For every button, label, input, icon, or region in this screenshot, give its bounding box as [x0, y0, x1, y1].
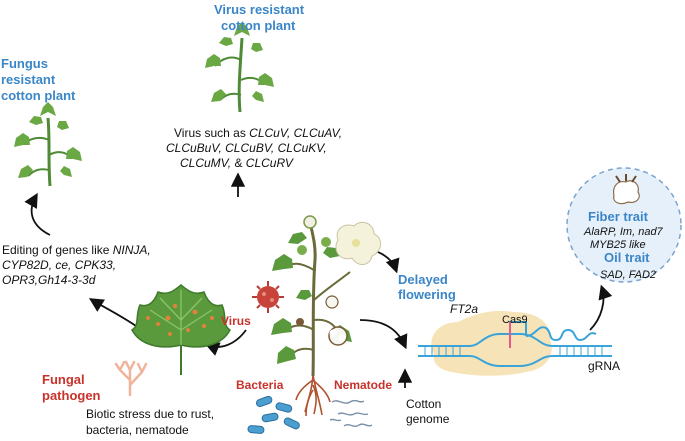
- fiber-trait-genes-line1: AlaRP, Im, nad7: [583, 226, 664, 238]
- arrow-leaf-to-editing: [88, 298, 137, 327]
- arrow-grna-to-traits: [589, 284, 613, 331]
- fiber-trait-title: Fiber trait: [588, 209, 649, 224]
- cotton-boll-fiber-icon: [613, 174, 640, 205]
- arrow-virus-to-leaf: [204, 329, 247, 356]
- fungus-plant-title: Fungus: [1, 56, 48, 71]
- nematode-label: Nematode: [334, 378, 392, 392]
- fungus-plant-title-line3: cotton plant: [1, 88, 76, 103]
- virus-resistant-plant-icon: [205, 22, 274, 113]
- bacteria-icon: [247, 395, 300, 434]
- cas9-label: Cas9: [502, 314, 528, 326]
- grna-label: gRNA: [588, 359, 620, 373]
- flowering-gene: FT2a: [450, 302, 478, 316]
- fungal-mycelium-icon: [114, 360, 148, 397]
- virus-label: Virus: [221, 314, 251, 328]
- virus-plant-title-line2: cotton plant: [221, 18, 296, 33]
- delayed-flowering-title-line2: flowering: [398, 287, 456, 302]
- arrow-plant-to-genome: [359, 319, 408, 350]
- fungus-desc-line2: CYP82D, ce, CPK33,: [2, 258, 116, 272]
- arrow-to-fungus-plant: [24, 192, 51, 236]
- biotic-stress-line1: Biotic stress due to rust,: [86, 407, 214, 421]
- nematode-icon: [329, 399, 373, 427]
- bacteria-label: Bacteria: [236, 378, 284, 392]
- oil-trait-title: Oil trait: [604, 250, 650, 265]
- virus-desc-line3: CLCuMV, & CLCuRV: [180, 156, 294, 170]
- fiber-trait-genes-line2: MYB25 like: [590, 239, 646, 251]
- cotton-genome-label-line2: genome: [406, 412, 450, 426]
- fungus-resistant-plant-icon: [14, 102, 82, 187]
- trait-circle: [566, 167, 682, 283]
- cotton-flower-icon: [335, 221, 381, 265]
- cotton-genome-label: Cotton: [406, 397, 441, 411]
- cotton-boll-icon: [328, 326, 348, 346]
- delayed-flowering-title: Delayed: [398, 272, 448, 287]
- virus-desc-line2: CLCuBuV, CLCuBV, CLCuKV,: [166, 141, 327, 155]
- oil-trait-genes: SAD, FAD2: [600, 269, 656, 281]
- fungus-desc-line1: Editing of genes like NINJA,: [2, 243, 151, 257]
- infected-leaf-icon: [131, 284, 231, 375]
- cas9-complex-icon: [431, 310, 552, 376]
- fungus-plant-title-line2: resistant: [1, 72, 56, 87]
- biotic-stress-line2: bacteria, nematode: [86, 423, 189, 437]
- fungal-pathogen-label-line2: pathogen: [42, 388, 101, 403]
- fungal-pathogen-label: Fungal: [42, 372, 85, 387]
- cotton-plant-icon: [271, 215, 381, 417]
- virus-particle-icon: [252, 281, 284, 313]
- virus-plant-title: Virus resistant: [214, 2, 305, 17]
- grna-icon: [509, 321, 597, 348]
- virus-desc-line1: Virus such as CLCuV, CLCuAV,: [174, 126, 342, 140]
- fungus-desc-line3: OPR3,Gh14-3-3d: [2, 273, 96, 287]
